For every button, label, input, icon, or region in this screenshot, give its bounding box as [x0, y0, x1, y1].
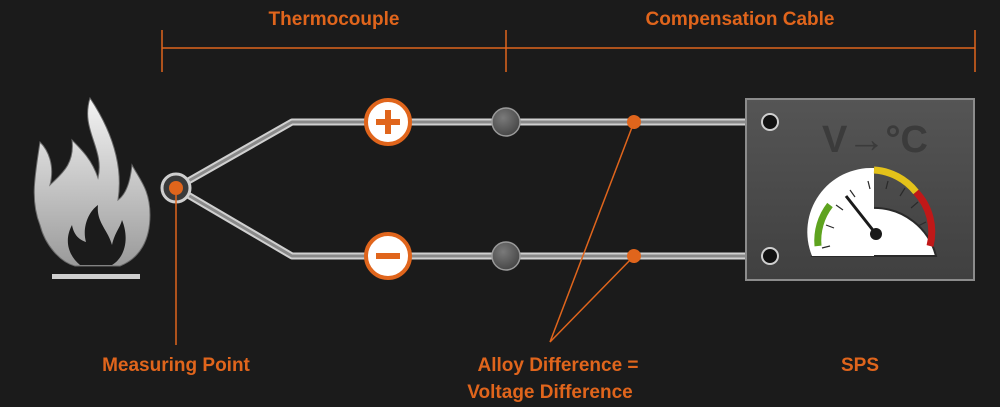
gauge-icon — [807, 166, 938, 257]
top-bracket — [161, 30, 976, 72]
compensation-cable-label: Compensation Cable — [646, 9, 835, 30]
measuring-point-label: Measuring Point — [102, 355, 250, 376]
measuring-point-node — [160, 172, 192, 204]
thermocouple-label: Thermocouple — [269, 9, 400, 30]
flame-icon — [33, 96, 151, 279]
alloy-difference-label-line1: Alloy Difference = — [477, 355, 638, 376]
alloy-difference-pointer — [549, 115, 641, 343]
sps-panel-title: V→°C — [822, 119, 928, 161]
sps-panel: V→°C — [745, 98, 975, 281]
plus-icon — [364, 98, 412, 146]
terminal-bottom — [761, 247, 779, 265]
junction-node-bottom — [491, 241, 521, 271]
minus-icon — [364, 232, 412, 280]
wires — [174, 118, 770, 260]
alloy-difference-label-line2: Voltage Difference — [467, 382, 632, 403]
sps-label: SPS — [841, 355, 879, 376]
terminal-top — [761, 113, 779, 131]
junction-node-top — [491, 107, 521, 137]
